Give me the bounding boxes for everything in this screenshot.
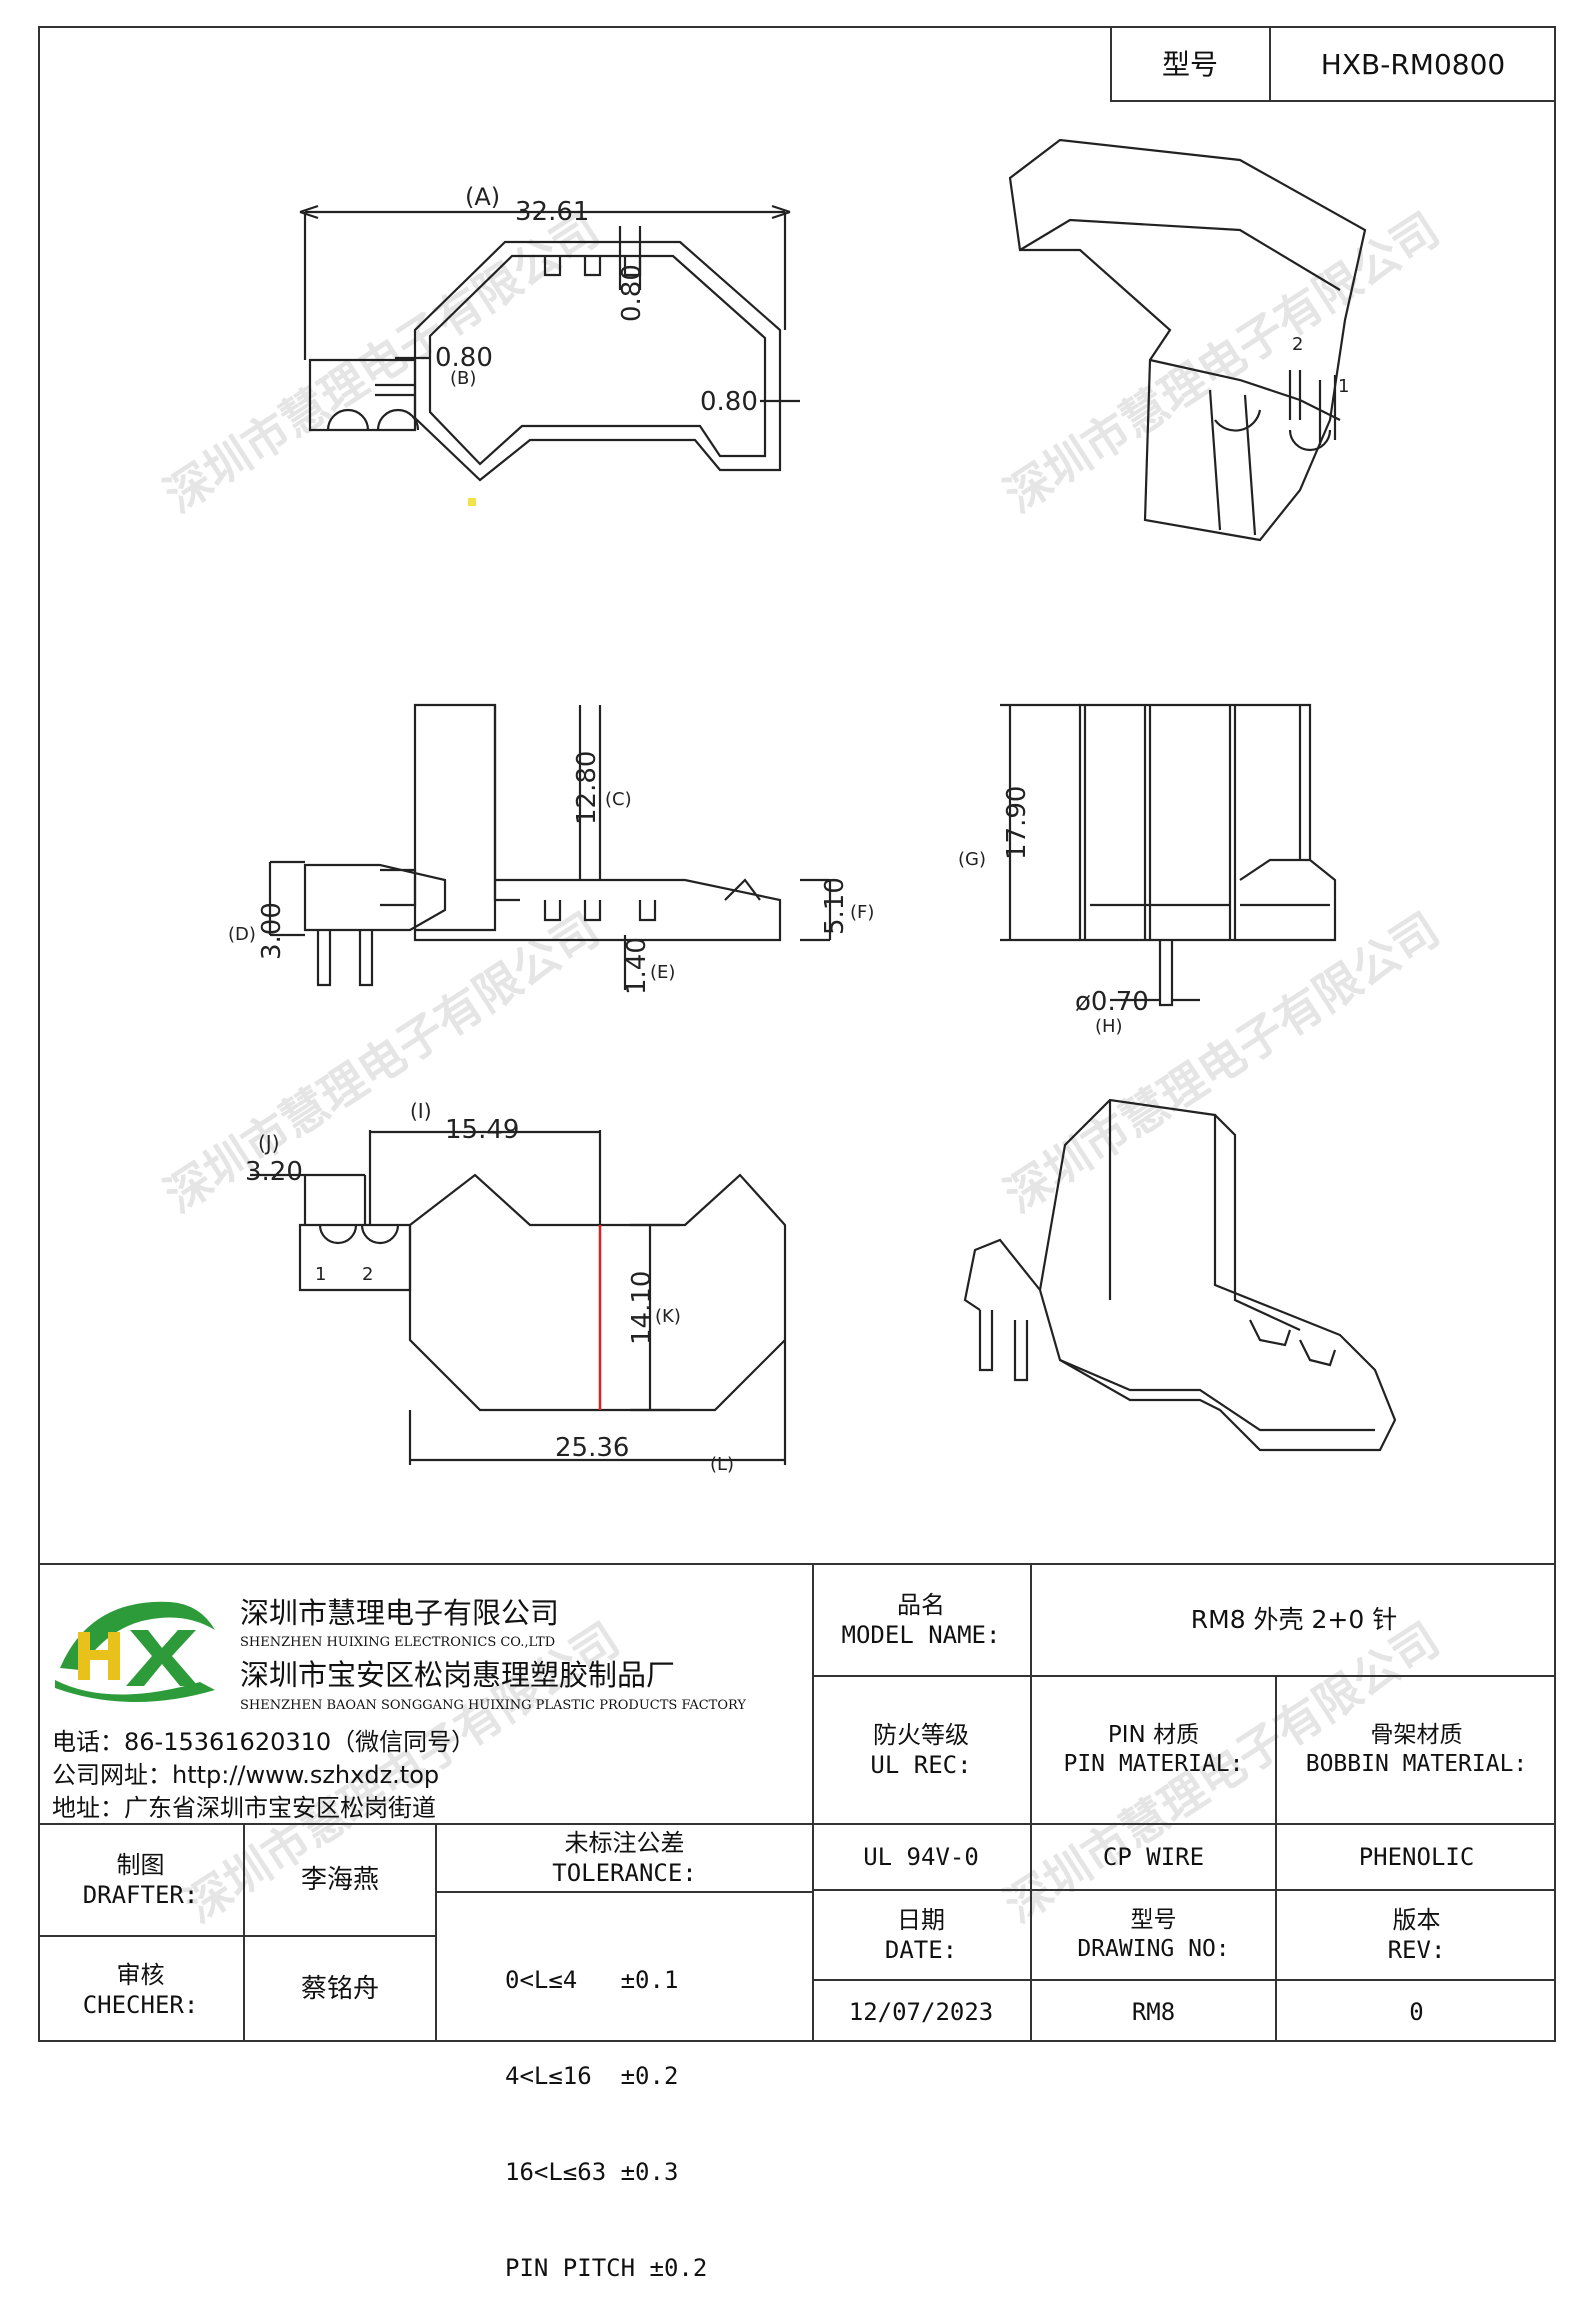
drawing-no-label: 型号 DRAWING NO: xyxy=(1077,1907,1230,1962)
drawing-frame xyxy=(38,26,1556,2042)
dim-K-letter: (K) xyxy=(655,1306,681,1327)
tolerance-table: 0<L≤4 ±0.1 4<L≤16 ±0.2 16<L≤63 ±0.3 PIN … xyxy=(505,1900,707,2316)
ul-rec-value: UL 94V-0 xyxy=(863,1843,979,1871)
date-value: 12/07/2023 xyxy=(848,1997,994,2026)
dim-J-letter: (J) xyxy=(258,1131,280,1155)
dim-K-value: 14.10 xyxy=(627,1271,657,1345)
model-box-label: 型号 xyxy=(1161,47,1218,81)
dim-H-letter: (H) xyxy=(1095,1016,1123,1037)
tolerance-line: 16<L≤63 ±0.3 xyxy=(505,2158,679,2186)
dim-F-letter: (F) xyxy=(850,902,874,923)
top-view xyxy=(299,204,800,482)
tolerance-line: 4<L≤16 ±0.2 xyxy=(505,2062,679,2090)
tolerance-line: PIN PITCH ±0.2 xyxy=(505,2254,708,2282)
bottom-view xyxy=(250,1130,787,1465)
bobbin-material-label: 骨架材质 BOBBIN MATERIAL: xyxy=(1305,1722,1528,1777)
dim-I-letter: (I) xyxy=(410,1099,432,1123)
dim-C-value: 12.80 xyxy=(572,751,602,825)
dim-F-value: 5.10 xyxy=(820,877,850,935)
factory-name-cn: 深圳市宝安区松岗惠理塑胶制品厂 xyxy=(240,1658,676,1692)
factory-name-en: SHENZHEN BAOAN SONGGANG HUIXING PLASTIC … xyxy=(240,1698,746,1713)
dim-G-value: 17.90 xyxy=(1002,786,1032,860)
company-phone: 电话：86-15361620310（微信同号） xyxy=(52,1728,476,1756)
ul-rec-label: 防火等级 UL REC: xyxy=(870,1721,972,1779)
model-name-value: RM8 外壳 2+0 针 xyxy=(1190,1605,1398,1635)
dim-D-value: 3.00 xyxy=(257,902,287,960)
company-website: 公司网址：http://www.szhxdz.top xyxy=(52,1761,440,1789)
dim-I-value: 15.49 xyxy=(445,1115,519,1145)
dim-J-value: 3.20 xyxy=(245,1157,303,1187)
iso-view-bottom xyxy=(963,1098,1397,1452)
dim-D-letter: (D) xyxy=(228,924,256,945)
checker-value: 蔡铭舟 xyxy=(300,1974,379,2005)
marker-dot xyxy=(468,498,476,506)
dim-L-letter: (L) xyxy=(710,1454,734,1475)
side-view xyxy=(1000,703,1337,1007)
dim-L-value: 25.36 xyxy=(555,1433,629,1463)
dim-B-value: 0.80 xyxy=(435,343,493,373)
dim-H-value: ø0.70 xyxy=(1075,987,1149,1017)
dim-B-letter: (B) xyxy=(450,368,476,389)
drafter-label: 制图 DRAFTER: xyxy=(82,1851,199,1909)
iso-view-top xyxy=(1008,138,1367,542)
company-logo xyxy=(55,1601,215,1703)
drawing-no-value: RM8 xyxy=(1131,1997,1176,2026)
rev-value: 0 xyxy=(1409,1997,1424,2026)
dim-C-letter: (C) xyxy=(605,789,632,810)
front-view xyxy=(268,703,832,990)
drafter-value: 李海燕 xyxy=(300,1864,379,1895)
tolerance-line: 0<L≤4 ±0.1 xyxy=(505,1966,679,1994)
company-address: 地址：广东省深圳市宝安区松岗街道 xyxy=(52,1794,436,1822)
pin-material-value: CP WIRE xyxy=(1102,1843,1205,1871)
checker-label: 审核 CHECHER: xyxy=(82,1960,199,2019)
dim-G-letter: (G) xyxy=(958,849,986,870)
model-box-value: HXB-RM0800 xyxy=(1320,47,1506,81)
dim-A-letter: (A) xyxy=(465,183,500,211)
company-name-cn: 深圳市慧理电子有限公司 xyxy=(240,1596,560,1630)
company-name-en: SHENZHEN HUIXING ELECTRONICS CO.,LTD xyxy=(240,1635,556,1650)
bobbin-material-value: PHENOLIC xyxy=(1358,1843,1475,1871)
date-label: 日期 DATE: xyxy=(884,1906,958,1964)
model-box xyxy=(1110,26,1556,102)
iso-pin-label-2: 2 xyxy=(1292,334,1303,355)
pin-label-2: 2 xyxy=(362,1264,373,1285)
technical-drawing: (A) 32.61 0.80 (B) 0.80 0.80 12.80 (C) 3… xyxy=(228,138,1397,1475)
dim-right-wall: 0.80 xyxy=(700,387,758,417)
dim-E-value: 1.40 xyxy=(622,937,652,995)
dim-top-pin-gap: 0.80 xyxy=(617,264,647,322)
pin-material-label: PIN 材质 PIN MATERIAL: xyxy=(1063,1722,1244,1777)
dim-A-value: 32.61 xyxy=(515,197,589,227)
iso-pin-label-1: 1 xyxy=(1338,376,1349,397)
tolerance-label: 未标注公差 TOLERANCE: xyxy=(552,1829,697,1887)
model-name-label: 品名 MODEL NAME: xyxy=(841,1591,1001,1649)
dim-E-letter: (E) xyxy=(650,962,675,983)
pin-label-1: 1 xyxy=(315,1264,326,1285)
rev-label: 版本 REV: xyxy=(1387,1906,1446,1964)
